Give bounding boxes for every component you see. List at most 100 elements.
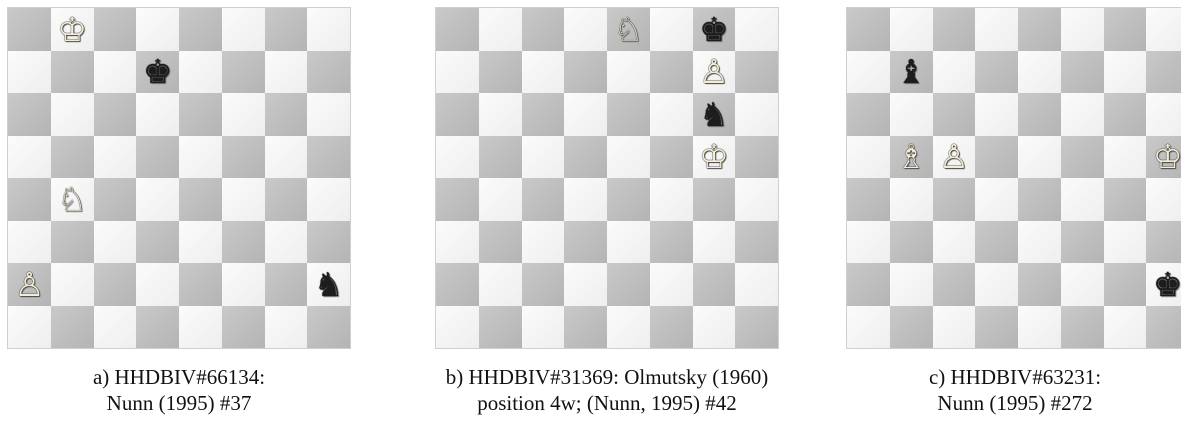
square-b7 — [51, 51, 94, 94]
square-e8 — [179, 8, 222, 51]
square-c4 — [933, 178, 976, 221]
square-c2 — [522, 263, 565, 306]
white-pawn-icon: ♙ — [933, 136, 976, 179]
square-c6 — [522, 93, 565, 136]
square-g5 — [265, 136, 308, 179]
square-h5 — [735, 136, 778, 179]
square-e1 — [1018, 306, 1061, 349]
square-e3 — [607, 221, 650, 264]
square-b3 — [890, 221, 933, 264]
chess-board-a: ♔♚♘♙♞ — [8, 8, 350, 348]
square-f1 — [222, 306, 265, 349]
square-d5 — [564, 136, 607, 179]
square-c1 — [522, 306, 565, 349]
square-e5 — [179, 136, 222, 179]
black-king-icon: ♚ — [136, 51, 179, 94]
square-a6 — [436, 93, 479, 136]
square-h4 — [307, 178, 350, 221]
square-b3 — [479, 221, 522, 264]
square-d1 — [975, 306, 1018, 349]
square-f4 — [650, 178, 693, 221]
square-b7 — [479, 51, 522, 94]
square-b7: ♝ — [890, 51, 933, 94]
square-a2: ♙ — [8, 263, 51, 306]
square-g1 — [1104, 306, 1147, 349]
square-a1 — [436, 306, 479, 349]
square-h8 — [735, 8, 778, 51]
square-d5 — [975, 136, 1018, 179]
square-d6 — [136, 93, 179, 136]
square-g4 — [1104, 178, 1147, 221]
square-b2 — [890, 263, 933, 306]
square-h2: ♚ — [1146, 263, 1181, 306]
square-f3 — [222, 221, 265, 264]
square-h5 — [307, 136, 350, 179]
caption-c: c) HHDBIV#63231: Nunn (1995) #272 — [854, 364, 1176, 416]
square-a1 — [847, 306, 890, 349]
square-c1 — [94, 306, 137, 349]
square-h7 — [307, 51, 350, 94]
caption-b-line2: position 4w; (Nunn, 1995) #42 — [392, 390, 822, 416]
board-panel-c: ♝♗♙♔♚ — [847, 8, 1181, 348]
square-b6 — [479, 93, 522, 136]
square-e7 — [179, 51, 222, 94]
caption-b-line1: b) HHDBIV#31369: Olmutsky (1960) — [392, 364, 822, 390]
square-b6 — [890, 93, 933, 136]
square-h6 — [1146, 93, 1181, 136]
square-a2 — [847, 263, 890, 306]
square-e4 — [607, 178, 650, 221]
square-d6 — [975, 93, 1018, 136]
square-d8 — [975, 8, 1018, 51]
square-d3 — [136, 221, 179, 264]
caption-a: a) HHDBIV#66134: Nunn (1995) #37 — [18, 364, 340, 416]
square-g7 — [265, 51, 308, 94]
square-f8 — [1061, 8, 1104, 51]
square-e1 — [607, 306, 650, 349]
square-b5: ♗ — [890, 136, 933, 179]
square-c3 — [933, 221, 976, 264]
square-c7 — [522, 51, 565, 94]
square-h7 — [735, 51, 778, 94]
square-g8 — [1104, 8, 1147, 51]
square-h8 — [1146, 8, 1181, 51]
caption-c-line1: c) HHDBIV#63231: — [854, 364, 1176, 390]
square-b4 — [479, 178, 522, 221]
square-d6 — [564, 93, 607, 136]
square-b6 — [51, 93, 94, 136]
white-knight-icon: ♘ — [51, 178, 94, 221]
square-g7: ♙ — [693, 51, 736, 94]
square-a4 — [8, 178, 51, 221]
square-g8 — [265, 8, 308, 51]
square-c6 — [933, 93, 976, 136]
square-a7 — [847, 51, 890, 94]
square-g3 — [265, 221, 308, 264]
square-c5: ♙ — [933, 136, 976, 179]
black-king-icon: ♚ — [1146, 263, 1181, 306]
square-b4 — [890, 178, 933, 221]
square-e2 — [607, 263, 650, 306]
square-e6 — [179, 93, 222, 136]
square-d1 — [564, 306, 607, 349]
square-g4 — [265, 178, 308, 221]
square-c6 — [94, 93, 137, 136]
caption-a-line2: Nunn (1995) #37 — [18, 390, 340, 416]
square-e7 — [1018, 51, 1061, 94]
square-g6 — [265, 93, 308, 136]
square-h2 — [735, 263, 778, 306]
square-d8 — [564, 8, 607, 51]
square-a4 — [847, 178, 890, 221]
square-h6 — [307, 93, 350, 136]
square-g2 — [693, 263, 736, 306]
square-b1 — [51, 306, 94, 349]
square-h4 — [1146, 178, 1181, 221]
square-c2 — [94, 263, 137, 306]
square-g5: ♔ — [693, 136, 736, 179]
square-e3 — [179, 221, 222, 264]
square-f6 — [1061, 93, 1104, 136]
square-f2 — [1061, 263, 1104, 306]
square-d7: ♚ — [136, 51, 179, 94]
square-e8: ♘ — [607, 8, 650, 51]
square-f2 — [222, 263, 265, 306]
square-f4 — [222, 178, 265, 221]
square-f8 — [650, 8, 693, 51]
